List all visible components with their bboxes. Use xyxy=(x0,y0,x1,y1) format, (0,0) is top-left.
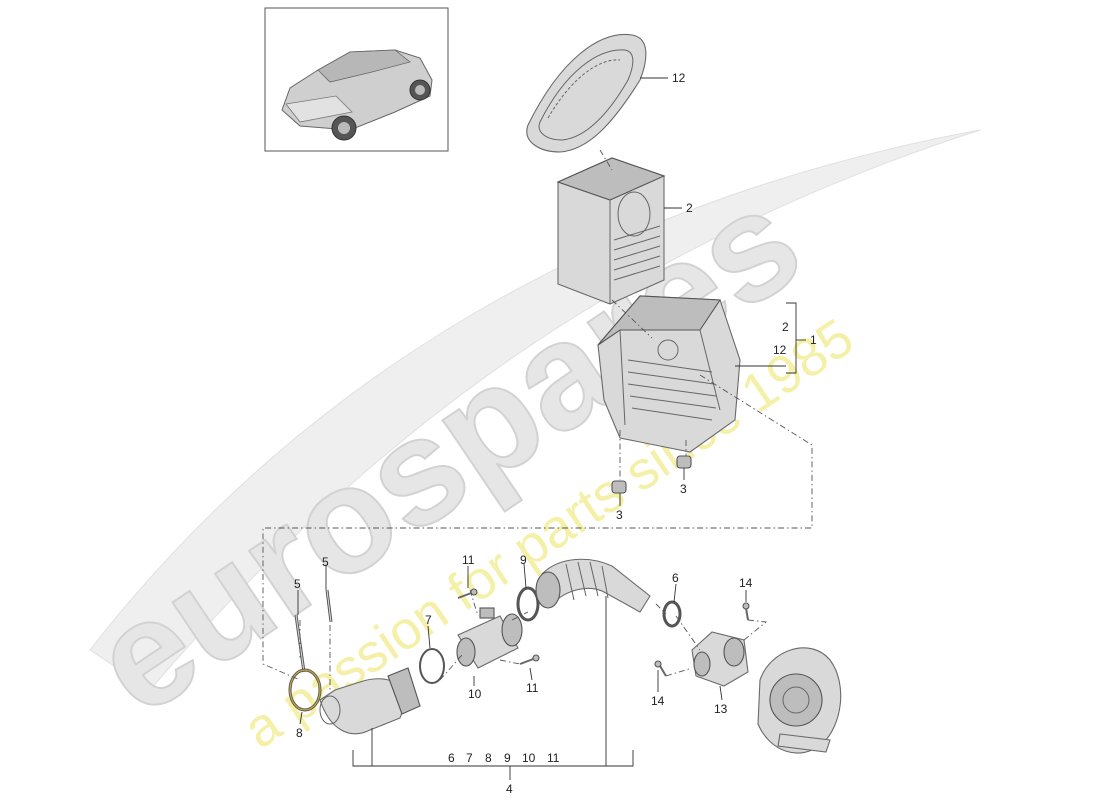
part-1-filter-housing xyxy=(597,295,741,453)
part-5-clamp-right xyxy=(325,589,333,623)
part-8-o-ring xyxy=(288,668,322,712)
part-12-seal xyxy=(526,33,647,153)
part-6-clamp xyxy=(662,600,682,628)
part-3-mount-left xyxy=(611,480,627,494)
callout-14-top: 14 xyxy=(739,576,753,590)
group-item-9: 9 xyxy=(504,751,511,765)
part-elbow-hose xyxy=(319,667,421,735)
part-7-seal-ring xyxy=(419,648,445,684)
callout-8: 8 xyxy=(296,726,303,740)
part-14-screw-bottom xyxy=(654,660,667,677)
callout-5-right: 5 xyxy=(322,555,329,569)
part-10-air-flow-sensor xyxy=(456,607,523,669)
callout-7: 7 xyxy=(425,613,432,627)
callout-1-housing: 1 xyxy=(810,333,817,347)
part-2-filter-element xyxy=(556,157,666,305)
callout-5-left: 5 xyxy=(294,577,301,591)
callout-10: 10 xyxy=(468,687,482,701)
callout-3-right: 3 xyxy=(680,482,687,496)
callout-11-top: 11 xyxy=(462,553,475,567)
callout-6: 6 xyxy=(672,571,679,585)
part-9-hose-clamp xyxy=(516,586,540,622)
callout-9: 9 xyxy=(520,553,527,567)
part-11-screw-bottom xyxy=(519,654,540,665)
part-3-mount-right xyxy=(676,455,692,469)
callout-4-group: 4 xyxy=(506,782,513,796)
assembly-lines xyxy=(262,149,813,690)
part-intake-hose xyxy=(535,558,651,613)
car-icon xyxy=(281,49,433,141)
watermark: eurospares a passion for parts since 198… xyxy=(63,129,981,760)
callout-14-bottom: 14 xyxy=(651,694,665,708)
group-item-10: 10 xyxy=(522,751,536,765)
group-4-items: 6 7 8 9 10 11 xyxy=(448,751,560,765)
callout-11-bottom: 11 xyxy=(526,681,539,695)
callout-2-filter: 2 xyxy=(686,201,693,215)
group-item-7: 7 xyxy=(466,751,473,765)
watermark-swoosh xyxy=(89,129,981,691)
group-item-8: 8 xyxy=(485,751,492,765)
callout-2-group: 2 xyxy=(782,320,789,334)
group-item-6: 6 xyxy=(448,751,455,765)
part-14-screw-top xyxy=(742,602,750,621)
callout-12-group: 12 xyxy=(773,343,787,357)
callouts: 12 2 2 12 1 3 3 5 5 8 7 10 11 11 9 6 13 … xyxy=(294,71,817,796)
callout-12-top: 12 xyxy=(672,71,686,85)
part-13-valve-body xyxy=(691,631,749,687)
vehicle-thumbnail xyxy=(264,7,449,152)
leader-lines xyxy=(297,77,806,780)
callout-3-left: 3 xyxy=(616,508,623,522)
turbocharger xyxy=(757,647,842,754)
callout-13: 13 xyxy=(714,702,728,716)
group-item-11: 11 xyxy=(547,751,560,765)
